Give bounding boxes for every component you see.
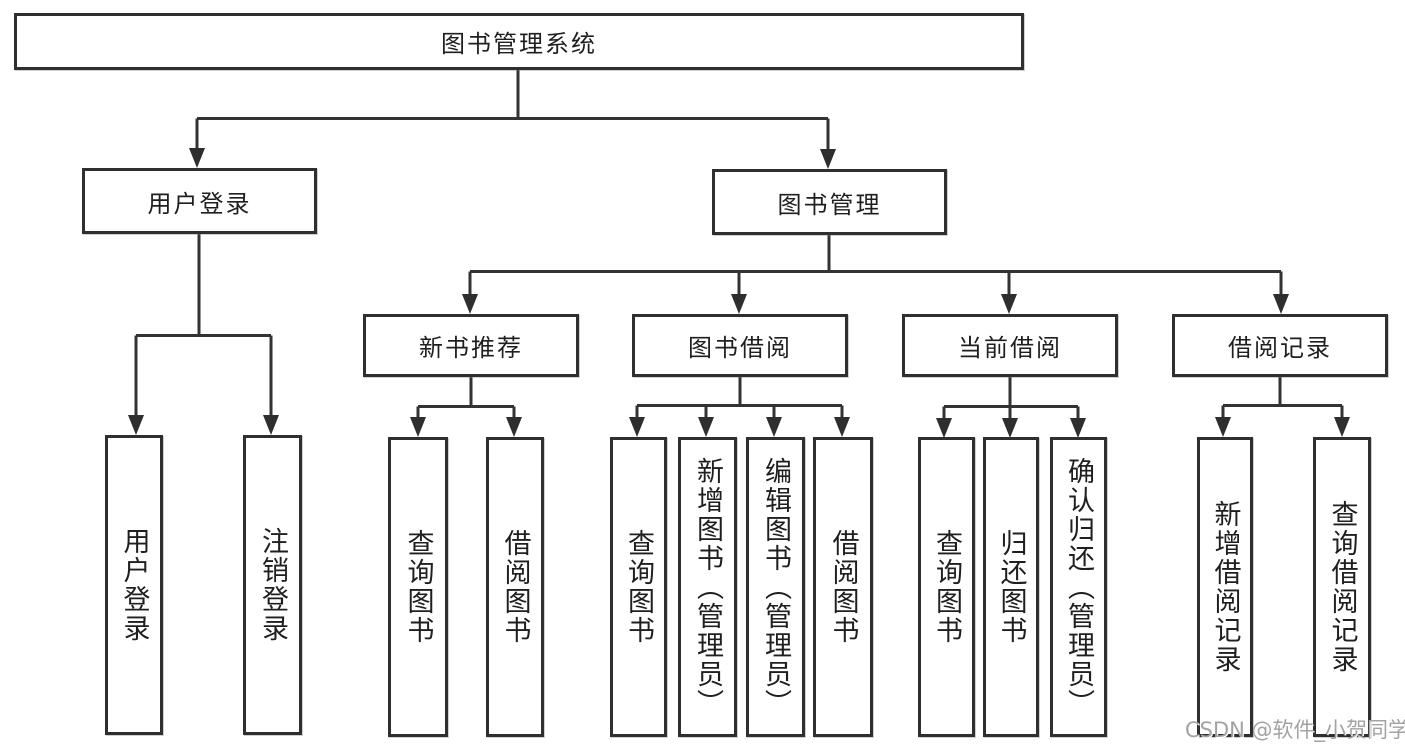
node-new-book-recommend: 新书推荐 [363, 314, 579, 377]
leaf-recommend-query-book: 查询图书 [388, 437, 448, 737]
node-book-borrowing: 图书借阅 [632, 314, 848, 377]
connector-book-borrow-to-leaves [629, 377, 850, 437]
leaf-current-confirm-return-admin: 确认归还（管理员） [1050, 437, 1107, 737]
leaf-current-query-book: 查询图书 [918, 437, 975, 737]
leaf-borrowing-query-book: 查询图书 [610, 437, 667, 737]
leaf-records-query-record: 查询借阅记录 [1313, 437, 1371, 737]
leaf-user-login: 用户登录 [105, 435, 163, 735]
leaf-records-add-record: 新增借阅记录 [1197, 437, 1253, 737]
node-book-management: 图书管理 [712, 169, 947, 235]
leaf-recommend-borrow-book: 借阅图书 [486, 437, 544, 737]
leaf-current-return-book: 归还图书 [983, 437, 1039, 737]
leaf-borrowing-borrow-book: 借阅图书 [813, 437, 873, 737]
leaf-borrowing-edit-book-admin: 编辑图书（管理员） [746, 437, 805, 737]
csdn-watermark: CSDN @软件_小贺同学 [1185, 718, 1405, 742]
connector-new-book-rec-to-leaves [410, 377, 522, 437]
leaf-borrowing-add-book-admin: 新增图书（管理员） [678, 437, 737, 737]
node-borrowing-records: 借阅记录 [1172, 314, 1388, 377]
connector-borrow-record-to-leaves [1215, 377, 1350, 437]
node-user-login: 用户登录 [82, 168, 317, 234]
node-library-management-system: 图书管理系统 [14, 13, 1024, 70]
connector-user-login-to-leaves [128, 234, 279, 435]
connector-root-to-level2 [189, 70, 836, 169]
connector-book-mgmt-to-level3 [462, 235, 1289, 314]
node-current-borrowing: 当前借阅 [902, 314, 1118, 377]
leaf-logout: 注销登录 [243, 435, 302, 735]
connector-current-borrow-to-leaves [936, 377, 1086, 438]
